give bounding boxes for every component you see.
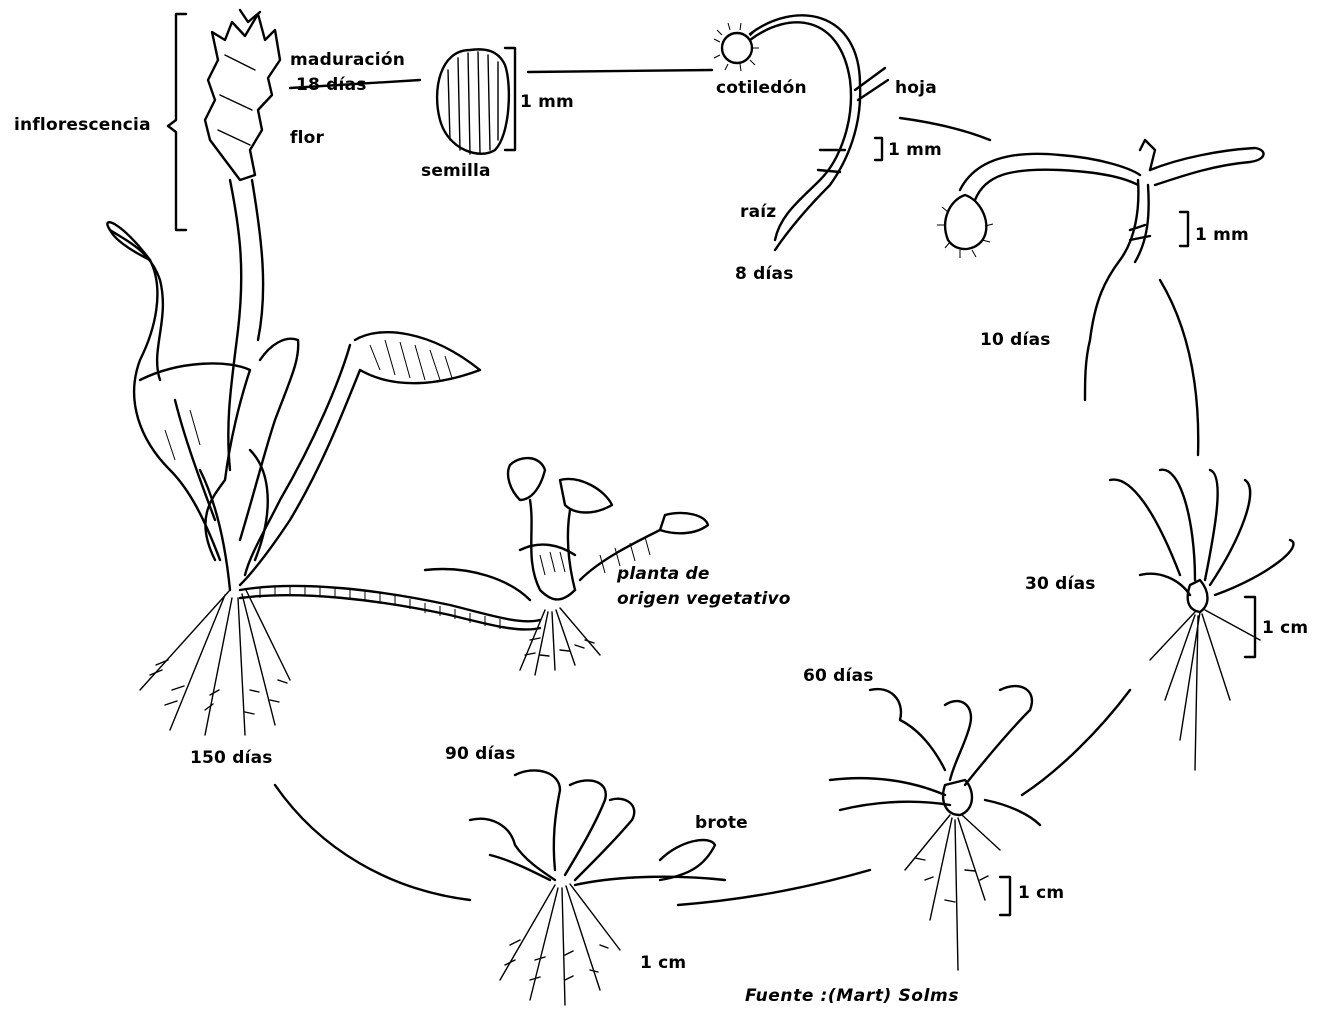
seedling-10-days-drawing [937,140,1264,400]
seedling-8-scale-bar-label: 1 mm [888,142,942,159]
label-planta-de: planta de [617,566,710,583]
source-caption: Fuente :(Mart) Solms [745,988,959,1005]
label-raiz: raíz [740,204,776,221]
plant-90-scale-label: 1 cm [640,955,686,972]
label-semilla: semilla [421,163,491,180]
label-origen-vegetativo: origen vegetativo [617,591,791,608]
plant-150-days-drawing [107,10,540,735]
label-day-60: 60 días [803,668,874,685]
label-day-90: 90 días [445,746,516,763]
label-maduracion-days: 18 días [296,77,367,94]
label-hoja: hoja [895,80,937,97]
label-day-10: 10 días [980,332,1051,349]
label-brote: brote [695,815,748,832]
label-cotiledon: cotiledón [716,80,807,97]
plant-90-days-drawing [470,770,725,1005]
seed-drawing [437,48,515,154]
label-inflorescencia: inflorescencia [14,117,151,134]
seedling-10-scale-bar-label: 1 mm [1195,227,1249,244]
cycle-connector-lines [275,70,1198,905]
label-flor: flor [290,130,324,147]
plant-30-scale-bar-label: 1 cm [1262,620,1308,637]
label-maduracion: maduración [290,52,405,69]
label-day-150: 150 días [190,750,273,767]
inflorescence-bracket [168,14,186,230]
plant-60-scale-bar-label: 1 cm [1018,885,1064,902]
seed-scale-bar-label: 1 mm [520,94,574,111]
label-day-8: 8 días [735,266,794,283]
label-day-30: 30 días [1025,576,1096,593]
plant-60-days-drawing [830,686,1040,970]
